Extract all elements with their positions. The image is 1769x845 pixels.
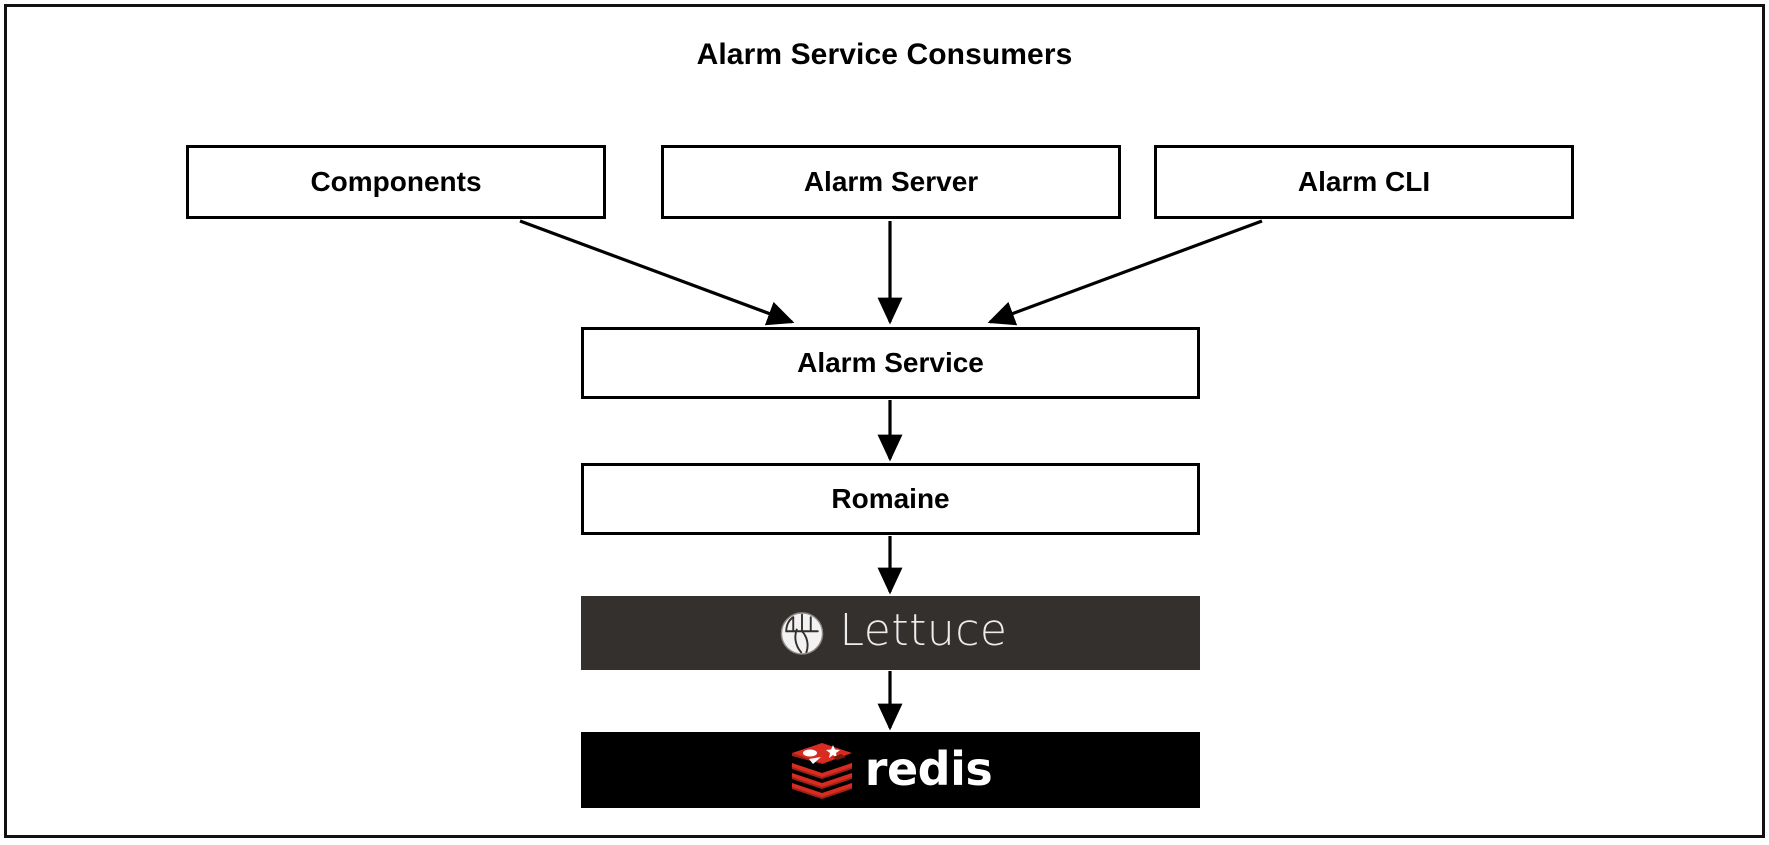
node-alarm-server[interactable]: Alarm Server bbox=[661, 145, 1121, 219]
node-redis[interactable]: redis bbox=[581, 732, 1200, 808]
node-romaine[interactable]: Romaine bbox=[581, 463, 1200, 535]
node-alarm-cli-label: Alarm CLI bbox=[1297, 166, 1431, 197]
node-components-label: Components bbox=[310, 166, 482, 197]
node-alarm-service-label: Alarm Service bbox=[797, 347, 984, 378]
node-romaine-label: Romaine bbox=[831, 483, 950, 514]
redis-icon bbox=[791, 743, 852, 799]
redis-wordmark: redis bbox=[864, 742, 993, 796]
node-alarm-service[interactable]: Alarm Service bbox=[581, 327, 1200, 399]
lettuce-wordmark: Lettuce bbox=[839, 605, 1008, 656]
diagram-frame bbox=[4, 4, 1765, 838]
node-lettuce[interactable]: Lettuce bbox=[581, 596, 1200, 670]
node-alarm-server-label: Alarm Server bbox=[803, 166, 979, 197]
node-components[interactable]: Components bbox=[186, 145, 606, 219]
node-alarm-cli[interactable]: Alarm CLI bbox=[1154, 145, 1574, 219]
lettuce-icon bbox=[780, 612, 823, 655]
page-title: Alarm Service Consumers bbox=[696, 38, 1073, 71]
